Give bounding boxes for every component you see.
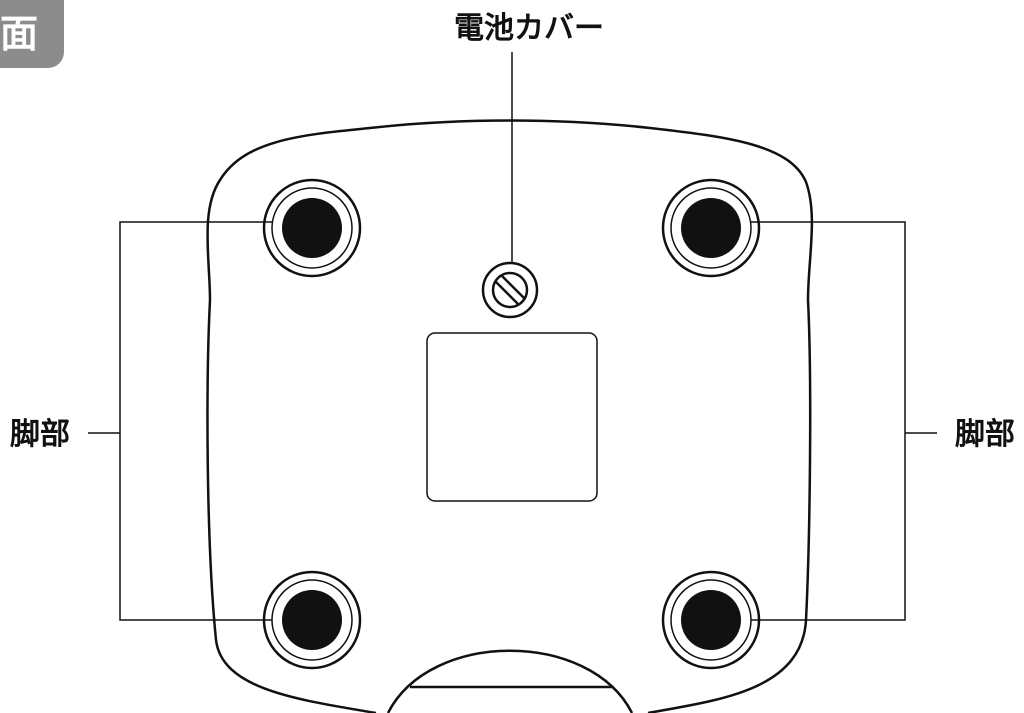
section-tab-label: 面 bbox=[0, 12, 39, 56]
foot-right-bracket bbox=[751, 221, 937, 621]
device-body-outline bbox=[206, 119, 814, 713]
foot-left-bracket bbox=[88, 221, 272, 621]
bottom-handle-arch bbox=[386, 649, 634, 713]
foot-left-label: 脚部 bbox=[10, 417, 70, 452]
foot-right-label: 脚部 bbox=[955, 417, 1015, 452]
foot-pad-bottom-left bbox=[262, 570, 362, 670]
battery-cover-label: 電池カバー bbox=[454, 11, 604, 46]
foot-pad-top-right bbox=[661, 178, 761, 278]
battery-cover-screw bbox=[481, 261, 539, 319]
section-tab: 面 bbox=[0, 0, 64, 68]
foot-pad-bottom-right bbox=[661, 570, 761, 670]
foot-pad-top-left bbox=[262, 178, 362, 278]
battery-cover-panel bbox=[426, 332, 598, 502]
